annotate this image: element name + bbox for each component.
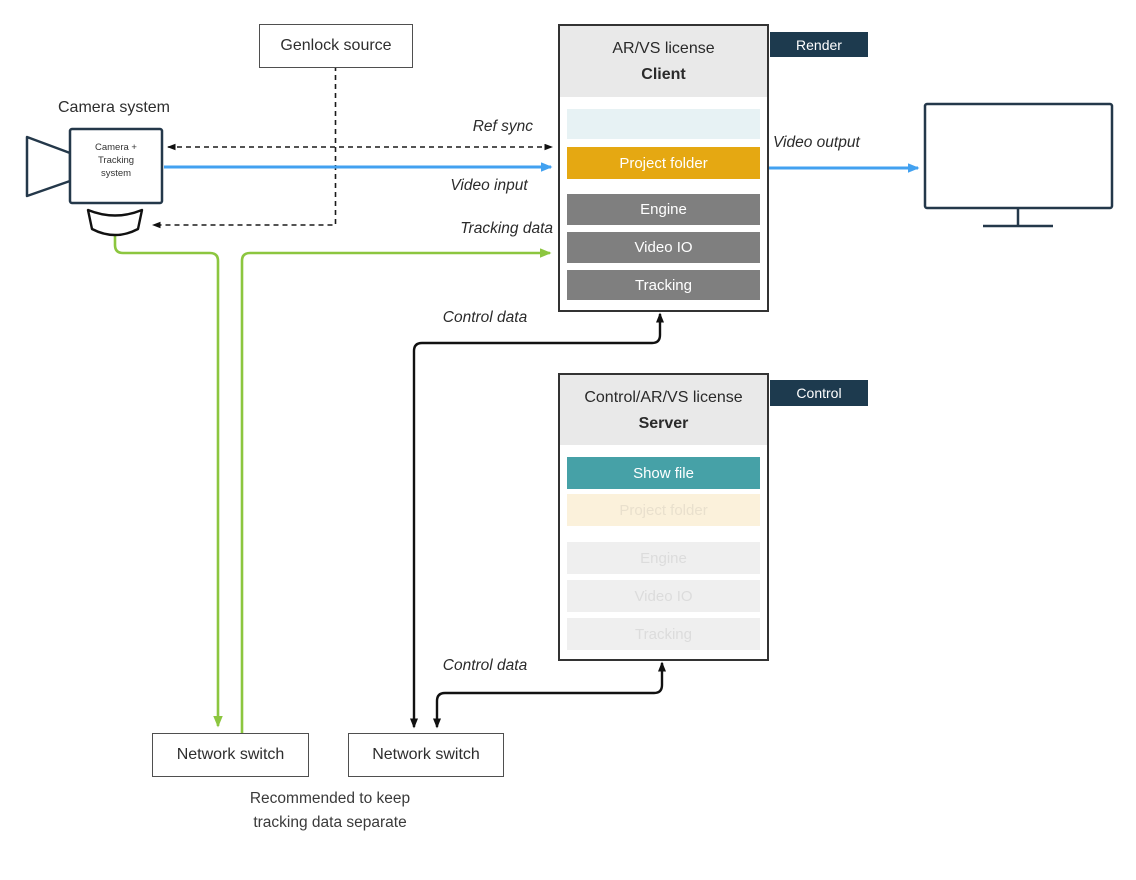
video-output-label: Video output	[773, 134, 860, 151]
render-tag: Render	[770, 32, 868, 57]
lens-hood-icon	[86, 208, 144, 237]
camera-body-line: Camera +	[95, 142, 137, 153]
camera-system-title: Camera system	[57, 99, 171, 116]
tracking-data-label: Tracking data	[460, 220, 553, 237]
control-tag: Control	[770, 380, 868, 406]
server-role-label: Server	[638, 415, 689, 432]
monitor-icon	[923, 102, 1114, 228]
client-license-label: AR/VS license	[612, 40, 715, 57]
genlock-source-label: Genlock source	[280, 37, 392, 54]
server-row-engine: Engine	[567, 542, 760, 574]
tracking-note-line: Recommended to keep	[249, 790, 411, 807]
server-license-label: Control/AR/VS license	[584, 389, 743, 406]
camera-icon	[25, 127, 164, 205]
control-data-top-label: Control data	[442, 309, 528, 326]
video-input-label: Video input	[450, 177, 528, 194]
camera-body-line: Tracking	[97, 155, 135, 166]
client-row-engine: Engine	[567, 194, 760, 225]
tracking-note-line: tracking data separate	[253, 814, 407, 831]
server-control-connector	[433, 661, 666, 729]
server-node: Control/AR/VS license Server Show file P…	[558, 373, 769, 661]
client-control-connector	[410, 312, 664, 729]
network-switch-1-node: Network switch	[152, 733, 309, 777]
server-row-tracking: Tracking	[567, 618, 760, 650]
ref-sync-label: Ref sync	[472, 118, 533, 135]
client-header: AR/VS license Client	[560, 26, 767, 97]
server-row-video-io: Video IO	[567, 580, 760, 612]
server-header: Control/AR/VS license Server	[560, 375, 767, 445]
tracking-note: Recommended to keep tracking data separa…	[205, 787, 455, 835]
client-node: AR/VS license Client Project folder Engi…	[558, 24, 769, 312]
server-row-show-file: Show file	[567, 457, 760, 489]
genlock-source-node: Genlock source	[259, 24, 413, 68]
switch-to-client-tracking-connector	[240, 248, 552, 733]
network-switch-2-label: Network switch	[372, 746, 480, 763]
control-data-bottom-label: Control data	[442, 657, 528, 674]
genlock-to-hood-connector	[152, 66, 337, 229]
client-row-video-io: Video IO	[567, 232, 760, 263]
server-row-project-folder: Project folder	[567, 494, 760, 526]
client-row-project-folder: Project folder	[567, 147, 760, 179]
network-switch-2-node: Network switch	[348, 733, 504, 777]
camera-body-line: system	[100, 168, 132, 179]
tracking-to-switch-connector	[113, 236, 223, 728]
network-switch-1-label: Network switch	[176, 746, 285, 763]
camera-body-label: Camera + Tracking system	[72, 141, 160, 180]
client-row-tracking: Tracking	[567, 270, 760, 300]
client-row-empty	[567, 109, 760, 139]
client-role-label: Client	[641, 66, 686, 83]
